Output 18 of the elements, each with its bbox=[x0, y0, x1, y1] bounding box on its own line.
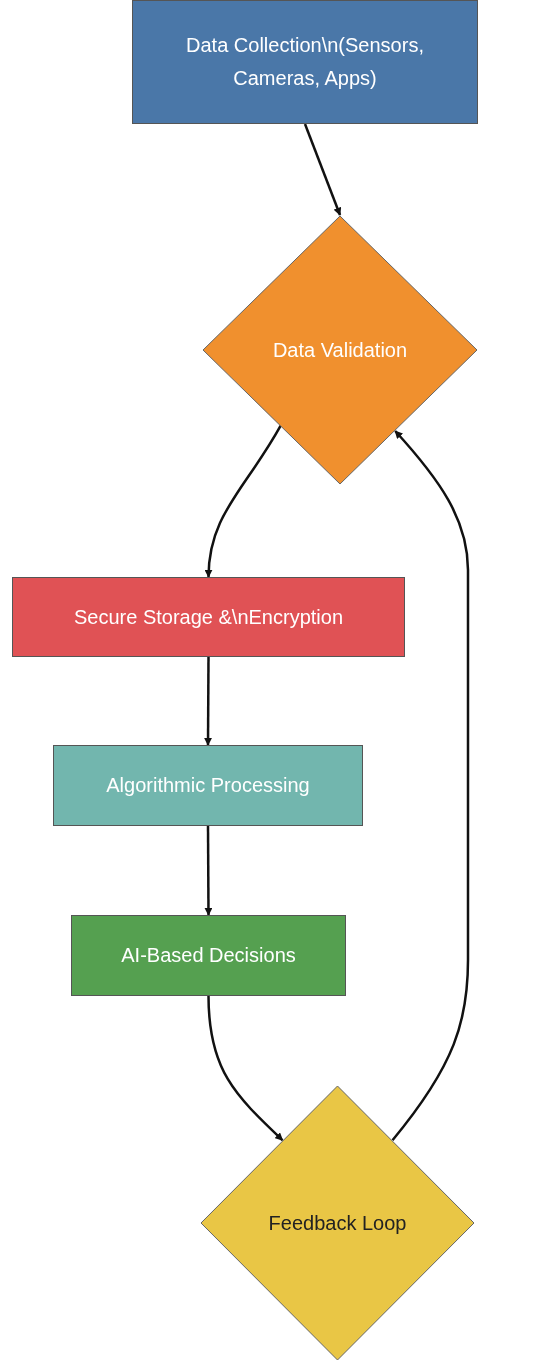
node-label: Data Collection\n(Sensors, Cameras, Apps) bbox=[185, 33, 425, 91]
node-label: Feedback Loop bbox=[268, 1210, 407, 1236]
arrow bbox=[303, 123, 342, 216]
arrow bbox=[204, 424, 282, 578]
node-label: Data Validation bbox=[272, 337, 408, 363]
process-box bbox=[12, 577, 405, 657]
arrow bbox=[204, 657, 213, 746]
node-label: AI-Based Decisions bbox=[121, 943, 296, 968]
decision-diamond bbox=[200, 1085, 475, 1361]
arrow bbox=[204, 826, 213, 916]
node-label: Secure Storage &\nEncryption bbox=[73, 604, 343, 630]
arrow bbox=[391, 430, 470, 1141]
process-box bbox=[71, 915, 346, 996]
node-label: Algorithmic Processing bbox=[106, 773, 310, 798]
arrow bbox=[207, 995, 284, 1142]
process-box bbox=[53, 745, 363, 826]
process-box bbox=[132, 0, 478, 124]
decision-diamond bbox=[202, 215, 478, 485]
